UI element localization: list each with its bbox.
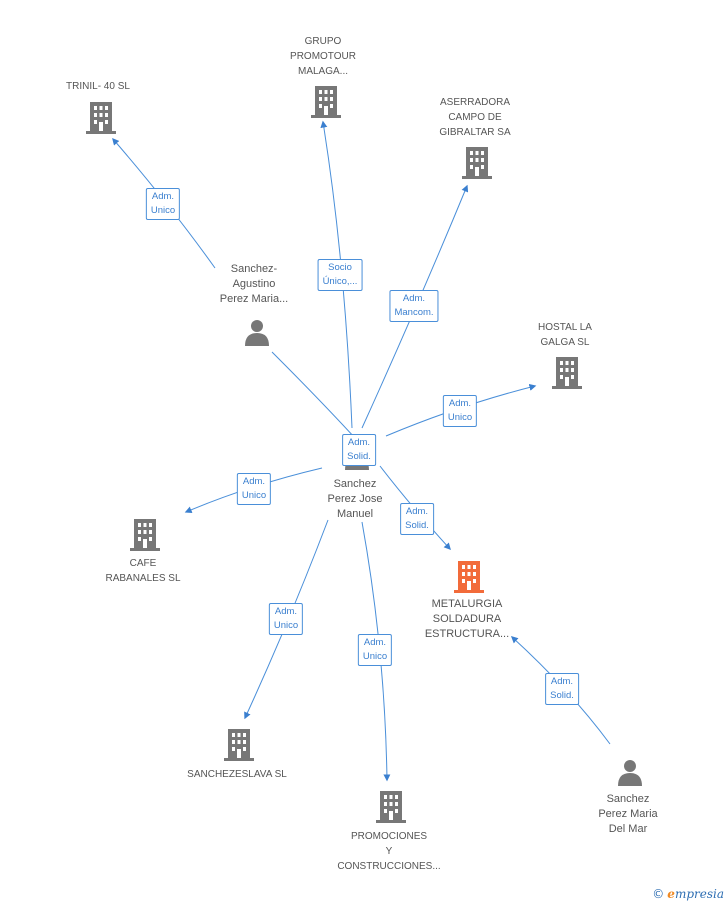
company-trinil-label[interactable]: TRINIL- 40 SL [66,81,130,92]
building-icon[interactable] [552,355,582,389]
edge-label-trinil[interactable]: Adm. Unico [145,188,181,220]
edge-label-cafe[interactable]: Adm. Unico [236,473,272,505]
company-grupo-label[interactable]: GRUPO PROMOTOUR MALAGA... [290,36,356,77]
edge-label-aserradora[interactable]: Adm. Mancom. [389,290,439,322]
person-icon[interactable] [616,758,644,786]
company-hostal-label[interactable]: HOSTAL LA GALGA SL [538,322,592,348]
company-cafe-label[interactable]: CAFE RABANALES SL [105,558,181,584]
copyright-symbol: © [652,887,665,901]
building-icon[interactable] [454,559,484,593]
company-metalurgia-label[interactable]: METALURGIA SOLDADURA ESTRUCTURA... [424,598,510,640]
brand-rest: mpresia [674,887,724,901]
company-promociones-label[interactable]: PROMOCIONES Y CONSTRUCCIONES... [337,831,441,872]
brand-logo[interactable]: ©empresia [652,887,724,901]
edge-agustino-jose [271,351,356,439]
brand-e: e [667,887,675,901]
building-icon[interactable] [311,84,341,118]
building-icon[interactable] [86,100,116,134]
edge-label-promociones[interactable]: Adm. Unico [357,634,393,666]
company-sanchezeslava-label[interactable]: SANCHEZESLAVA SL [187,769,287,780]
person-mar-label[interactable]: Sanchez Perez Maria Del Mar [598,793,658,835]
edge-label-sanchezeslava[interactable]: Adm. Unico [268,603,304,635]
person-agustino-label[interactable]: Sanchez- Agustino Perez Maria... [219,263,289,305]
edge-label-jose-solid[interactable]: Adm. Solid. [342,434,376,466]
edge-label-metal-solid[interactable]: Adm. Solid. [400,503,434,535]
building-icon[interactable] [224,727,254,761]
edge-label-grupo[interactable]: Socio Único,... [317,259,363,291]
building-icon[interactable] [376,789,406,823]
edge-label-mar-solid[interactable]: Adm. Solid. [545,673,579,705]
building-icon[interactable] [130,517,160,551]
company-aserradora-label[interactable]: ASERRADORA CAMPO DE GIBRALTAR SA [439,97,511,138]
edge-label-hostal[interactable]: Adm. Unico [442,395,478,427]
person-icon[interactable] [243,318,271,346]
person-jose-label[interactable]: Sanchez Perez Jose Manuel [327,478,383,520]
building-icon[interactable] [462,145,492,179]
